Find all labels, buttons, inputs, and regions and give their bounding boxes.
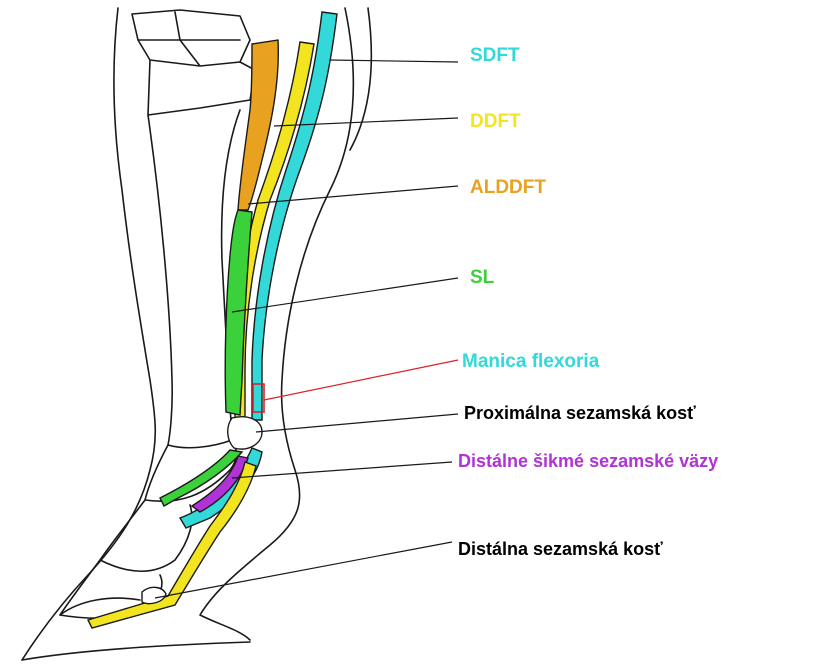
sdft-leader [330,60,458,62]
limb-outline-back [200,8,353,640]
label-ddft: DDFT [470,112,521,131]
limb-outline-front [22,8,155,660]
label-proximal-sesamoid: Proximálna sezamská kosť [464,404,696,422]
proximal-sesamoid-shape [228,417,262,449]
label-distal-sesamoid: Distálna sezamská kosť [458,540,663,558]
proximal-sesamoid-leader [256,414,458,432]
carpal-bones [132,10,255,115]
label-sdft: SDFT [470,46,520,65]
label-distal-oblique-ligaments: Distálne šikmé sezamské väzy [458,452,718,470]
manica-leader [264,360,458,400]
label-sl: SL [470,268,494,287]
label-alddft: ALDDFT [470,178,546,197]
label-manica-flexoria: Manica flexoria [462,352,599,371]
hoof-outline [22,642,250,660]
distal-oblique-leader [232,462,452,478]
